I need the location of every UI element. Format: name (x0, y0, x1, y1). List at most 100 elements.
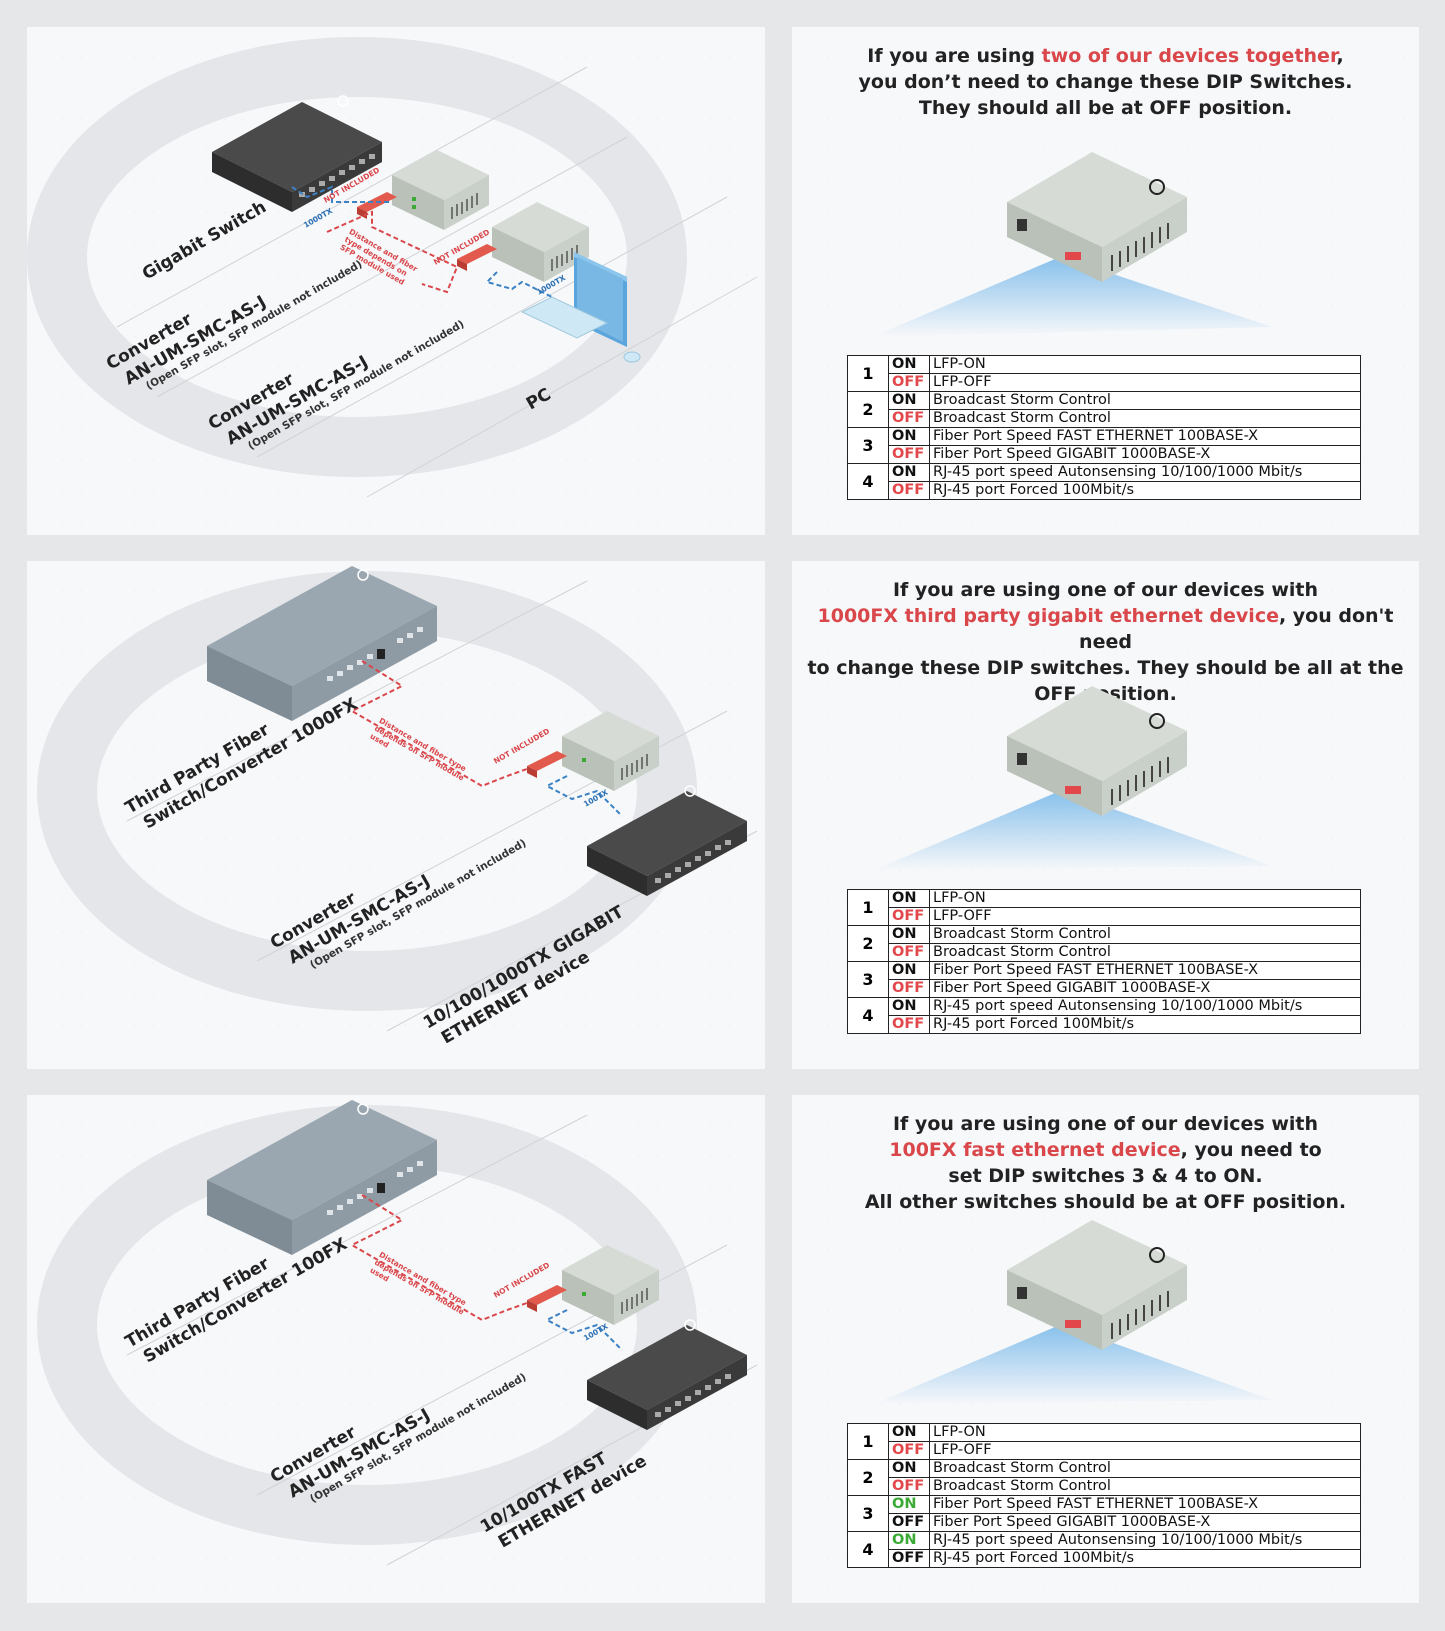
dip-switch-number: 3 (847, 1495, 889, 1532)
dip-state-off: OFF (888, 1015, 930, 1034)
dip-description: LFP-OFF (929, 373, 1361, 392)
mouse-icon (623, 351, 641, 363)
converter-illustration (872, 152, 1272, 337)
dip-description: RJ-45 port Forced 100Mbit/s (929, 1015, 1361, 1034)
dip-description: Fiber Port Speed GIGABIT 1000BASE-X (929, 1513, 1361, 1532)
media-converter-icon (492, 202, 589, 282)
diagram-panel-3: Third Party Fiber Switch/Converter 100FX… (27, 1095, 765, 1603)
dip-description: Broadcast Storm Control (929, 925, 1361, 944)
dip-state-on: ON (888, 1423, 930, 1442)
instruction-heading: If you are using two of our devices toge… (858, 45, 1353, 119)
dip-description: Broadcast Storm Control (929, 391, 1361, 410)
dip-description: RJ-45 port Forced 100Mbit/s (929, 1549, 1361, 1568)
dip-state-off: OFF (888, 1549, 930, 1568)
dip-switch-number: 2 (847, 391, 889, 428)
dip-state-on: ON (888, 463, 930, 482)
dip-state-on: ON (888, 961, 930, 980)
media-converter-icon (1007, 1220, 1187, 1350)
dip-description: RJ-45 port speed Autonsensing 10/100/100… (929, 997, 1361, 1016)
gigabit-ethernet-device-icon (587, 785, 747, 896)
dip-switch-number: 2 (847, 925, 889, 962)
dip-description: LFP-ON (929, 889, 1361, 908)
dip-state-off: OFF (888, 1477, 930, 1496)
dip-state-off: OFF (888, 481, 930, 500)
converter-illustration (872, 686, 1272, 871)
keyboard-icon (520, 296, 609, 339)
instruction-heading: If you are using one of our devices with… (807, 579, 1404, 705)
dip-state-on: ON (888, 355, 930, 374)
dip-state-off: OFF (888, 979, 930, 998)
converter-illustration (872, 1220, 1272, 1405)
copper-link (291, 185, 392, 203)
copper-link (544, 1309, 623, 1351)
sfp-module-icon (527, 1285, 567, 1312)
dip-description: LFP-ON (929, 1423, 1361, 1442)
dip-description: RJ-45 port speed Autonsensing 10/100/100… (929, 463, 1361, 482)
network-diagram-1 (27, 37, 758, 498)
dip-state-on: ON (888, 427, 930, 446)
dip-switch-number: 1 (847, 355, 889, 392)
dip-description: Broadcast Storm Control (929, 1459, 1361, 1478)
dip-description: LFP-OFF (929, 907, 1361, 926)
diagram-panel-1: Gigabit Switch Converter AN-UM-SMC-AS-J … (27, 27, 765, 535)
instruction-heading: If you are using one of our devices with… (864, 1113, 1347, 1213)
dip-state-on: ON (888, 997, 930, 1016)
dip-description: Fiber Port Speed FAST ETHERNET 100BASE-X (929, 427, 1361, 446)
dip-state-off: OFF (888, 943, 930, 962)
dip-description: Fiber Port Speed GIGABIT 1000BASE-X (929, 445, 1361, 464)
dip-description: Fiber Port Speed FAST ETHERNET 100BASE-X (929, 1495, 1361, 1514)
fiber-link (349, 660, 528, 788)
instructions-panel-3: If you are using one of our devices with… (792, 1095, 1419, 1603)
dip-state-off: OFF (888, 1441, 930, 1460)
sfp-module-icon (527, 751, 567, 778)
media-converter-icon (1007, 686, 1187, 816)
dip-state-off: OFF (888, 1513, 930, 1532)
dip-switch-number: 1 (847, 1423, 889, 1460)
heading-highlight: 1000FX third party gigabit ethernet devi… (817, 605, 1279, 627)
dip-switch-number: 4 (847, 1531, 889, 1568)
dip-switch-number: 4 (847, 997, 889, 1034)
dip-state-on: ON (888, 1495, 930, 1514)
dip-description: Broadcast Storm Control (929, 409, 1361, 428)
dip-switch-number: 3 (847, 961, 889, 998)
dip-description: Fiber Port Speed GIGABIT 1000BASE-X (929, 979, 1361, 998)
media-converter-icon (1007, 152, 1187, 282)
dip-switch-number: 3 (847, 427, 889, 464)
instructions-panel-1: If you are using two of our devices toge… (792, 27, 1419, 535)
diagram-panel-2: Third Party Fiber Switch/Converter 1000F… (27, 561, 765, 1069)
dip-description: Broadcast Storm Control (929, 1477, 1361, 1496)
sfp-module-icon (457, 244, 497, 271)
dip-state-off: OFF (888, 907, 930, 926)
dip-state-on: ON (888, 889, 930, 908)
copper-link (544, 775, 623, 817)
network-diagram-3 (37, 1100, 758, 1566)
heading-highlight: two of our devices together (1041, 45, 1337, 67)
dip-switch-number: 4 (847, 463, 889, 500)
sfp-module-icon (357, 192, 397, 219)
media-converter-icon (392, 150, 489, 230)
dip-description: RJ-45 port Forced 100Mbit/s (929, 481, 1361, 500)
copper-link (485, 271, 553, 298)
network-diagram-2 (37, 566, 758, 1032)
